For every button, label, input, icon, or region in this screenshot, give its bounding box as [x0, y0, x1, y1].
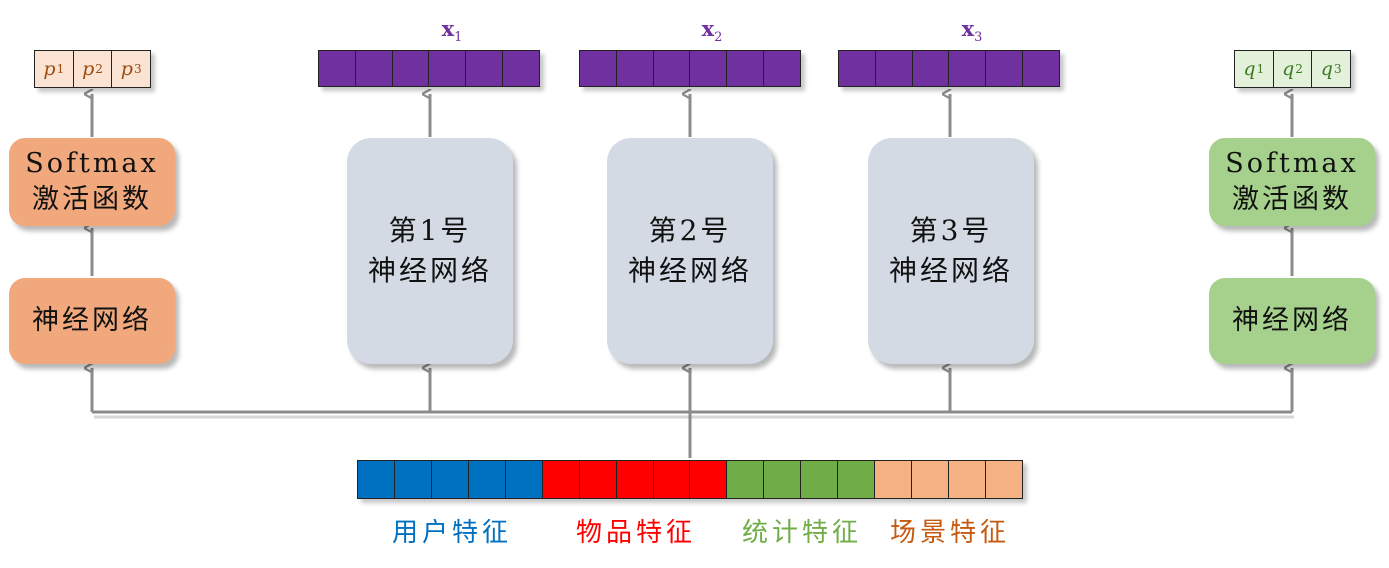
feature-cell	[505, 461, 543, 498]
feature-cell	[801, 461, 839, 498]
feature-cell	[394, 461, 432, 498]
feature-cell	[431, 461, 469, 498]
expert-1-box: 第1号 神经网络	[347, 138, 513, 364]
feature-cell	[616, 461, 654, 498]
feature-label-context: 场景特征	[889, 518, 1011, 548]
expert-1-label: 神经网络	[367, 254, 492, 287]
network-label: 神经网络	[32, 305, 152, 336]
feature-label-statistics: 统计特征	[741, 518, 863, 548]
x3-label: x3	[961, 16, 983, 46]
x3-vector	[838, 50, 1060, 87]
expert-3-label: 神经网络	[888, 254, 1013, 287]
feature-cell	[579, 461, 617, 498]
feature-cell	[727, 461, 765, 498]
x2-vector	[579, 50, 801, 87]
left-softmax-box: Softmax 激活函数	[9, 138, 175, 226]
activation-label: 激活函数	[1232, 184, 1352, 215]
activation-label: 激活函数	[32, 184, 152, 215]
feature-cell	[690, 461, 728, 498]
feature-label-item: 物品特征	[575, 518, 697, 548]
feature-cell	[653, 461, 691, 498]
feature-cell	[542, 461, 580, 498]
softmax-label: Softmax	[1225, 148, 1359, 179]
feature-vector	[357, 460, 1023, 499]
left-network-box: 神经网络	[9, 278, 175, 364]
feature-cell	[985, 461, 1022, 498]
feature-cell	[912, 461, 949, 498]
expert-2-number: 第2号	[648, 214, 732, 247]
feature-cell	[358, 461, 395, 498]
softmax-label: Softmax	[25, 148, 159, 179]
right-softmax-box: Softmax 激活函数	[1209, 138, 1375, 226]
feature-cell	[468, 461, 506, 498]
feature-cell	[838, 461, 876, 498]
feature-cell	[764, 461, 802, 498]
expert-2-box: 第2号 神经网络	[607, 138, 773, 364]
expert-3-box: 第3号 神经网络	[868, 138, 1034, 364]
feature-label-user: 用户特征	[391, 518, 513, 548]
expert-3-number: 第3号	[909, 214, 993, 247]
x1-vector	[318, 50, 540, 87]
feature-cell	[875, 461, 913, 498]
expert-1-number: 第1号	[388, 214, 472, 247]
expert-2-label: 神经网络	[627, 254, 752, 287]
network-label: 神经网络	[1232, 305, 1352, 336]
x1-label: x1	[441, 16, 463, 46]
feature-cell	[949, 461, 986, 498]
x2-label: x2	[701, 16, 723, 46]
right-network-box: 神经网络	[1209, 278, 1375, 364]
